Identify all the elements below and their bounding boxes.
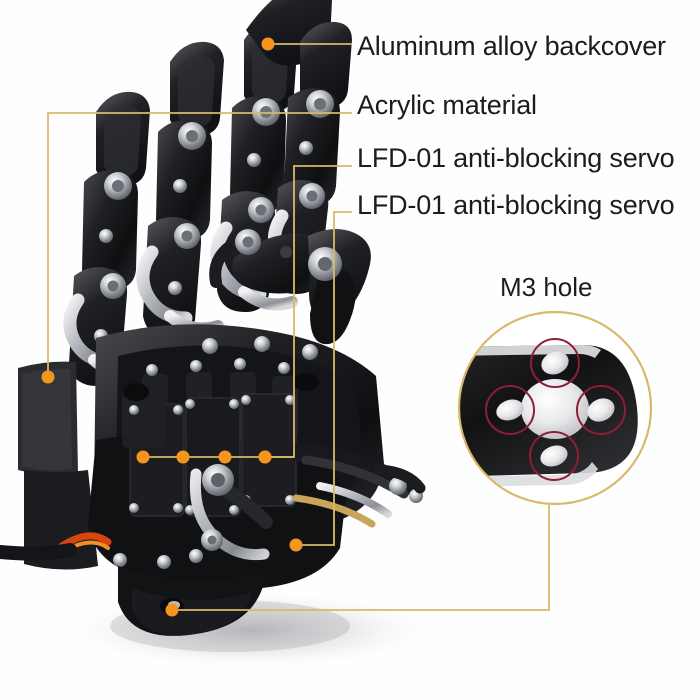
thumb-linkage: [290, 442, 426, 528]
callout-aluminum-alloy-backcover: Aluminum alloy backcover: [357, 31, 666, 61]
marker-dot-lfd-01-anti-blocking-servo-2: [289, 538, 303, 552]
magnifier-ring: [457, 310, 653, 506]
callout-lfd-01-anti-blocking-servo-1: LFD-01 anti-blocking servo: [357, 143, 675, 173]
finger-group: [63, 0, 352, 386]
m3-hole-highlight-rings: [485, 338, 626, 481]
thumb-assembly: [209, 229, 371, 345]
callout-acrylic-material: Acrylic material: [357, 90, 537, 120]
palm-body: [0, 324, 426, 636]
marker-dot-m3-hole: [165, 603, 179, 617]
marker-dot-palm-servo-1: [136, 450, 150, 464]
panel-screws: [113, 336, 318, 569]
marker-dot-acrylic-material: [41, 370, 55, 384]
wrist-cable: [58, 532, 112, 550]
marker-dot-aluminum-alloy-backcover: [261, 37, 275, 51]
leader-line-acrylic-material: [47, 112, 352, 377]
callout-m3-hole: M3 hole: [500, 272, 593, 302]
callout-lfd-01-anti-blocking-servo-2: LFD-01 anti-blocking servo: [357, 190, 675, 220]
marker-dot-palm-servo-2: [176, 450, 190, 464]
leader-line-lfd-01-anti-blocking-servo-2: [296, 211, 352, 546]
leader-line-lfd-01-anti-blocking-servo-1: [265, 165, 352, 458]
marker-dot-palm-servo-4: [258, 450, 272, 464]
m3-hole-inset: [457, 310, 653, 506]
leader-line-m3-hole: [172, 505, 550, 611]
marker-dot-palm-servo-3: [218, 450, 232, 464]
